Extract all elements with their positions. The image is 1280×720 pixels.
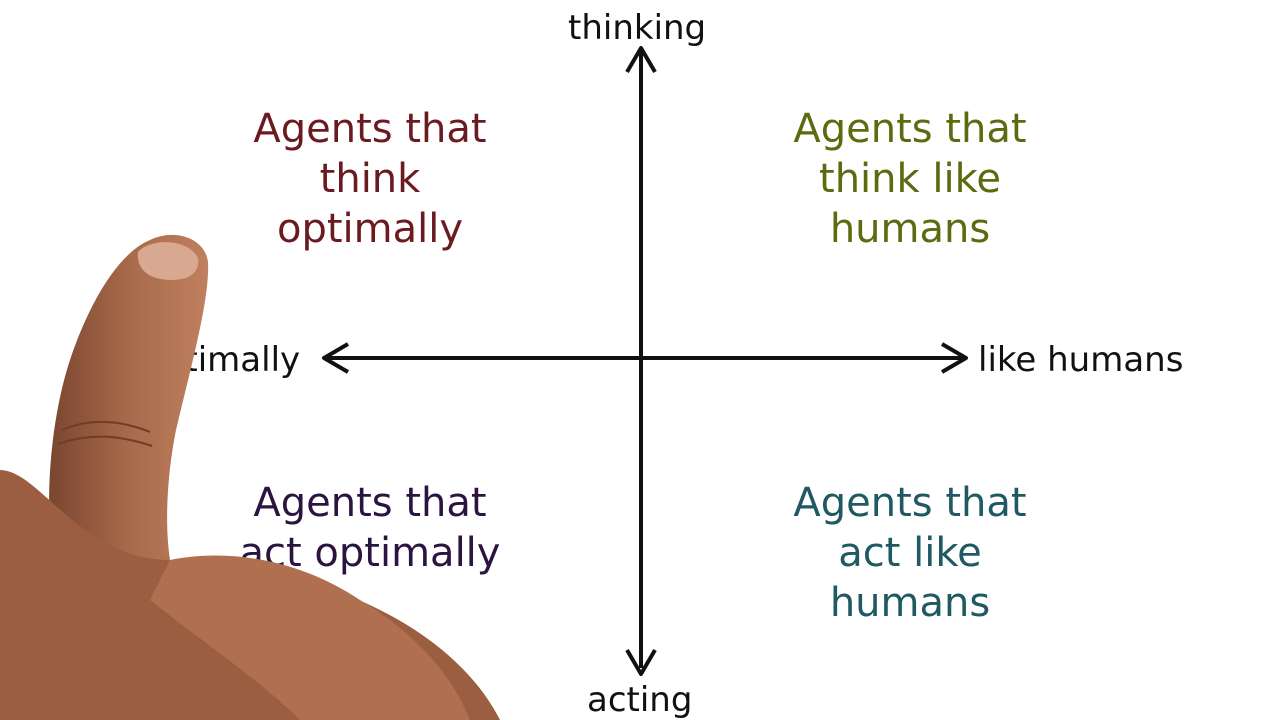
quadrant-line: Agents that xyxy=(253,106,487,152)
quadrant-line: act like xyxy=(838,530,982,576)
up-arrowhead xyxy=(625,46,657,74)
down-arrowhead xyxy=(625,648,657,676)
quadrant-line: Agents that xyxy=(253,480,487,526)
quadrant-line: humans xyxy=(829,206,991,252)
quadrant-line: think xyxy=(319,156,421,202)
axis-label-bottom: acting xyxy=(587,680,693,720)
quadrant-bottom-left: Agents that act optimally xyxy=(190,478,550,578)
right-arrowhead xyxy=(940,342,968,374)
axis-label-top: thinking xyxy=(568,8,707,48)
quadrant-line: Agents that xyxy=(793,480,1027,526)
left-arrowhead xyxy=(322,342,350,374)
quadrant-line: Agents that xyxy=(793,106,1027,152)
quadrant-line: optimally xyxy=(276,206,464,252)
quadrant-top-left: Agents that think optimally xyxy=(190,104,550,254)
quadrant-bottom-right: Agents that act like humans xyxy=(730,478,1090,628)
quadrant-top-right: Agents that think like humans xyxy=(730,104,1090,254)
quadrant-line: humans xyxy=(829,580,991,626)
quadrant-line: think like xyxy=(819,156,1001,202)
axis-label-right: like humans xyxy=(978,340,1184,380)
